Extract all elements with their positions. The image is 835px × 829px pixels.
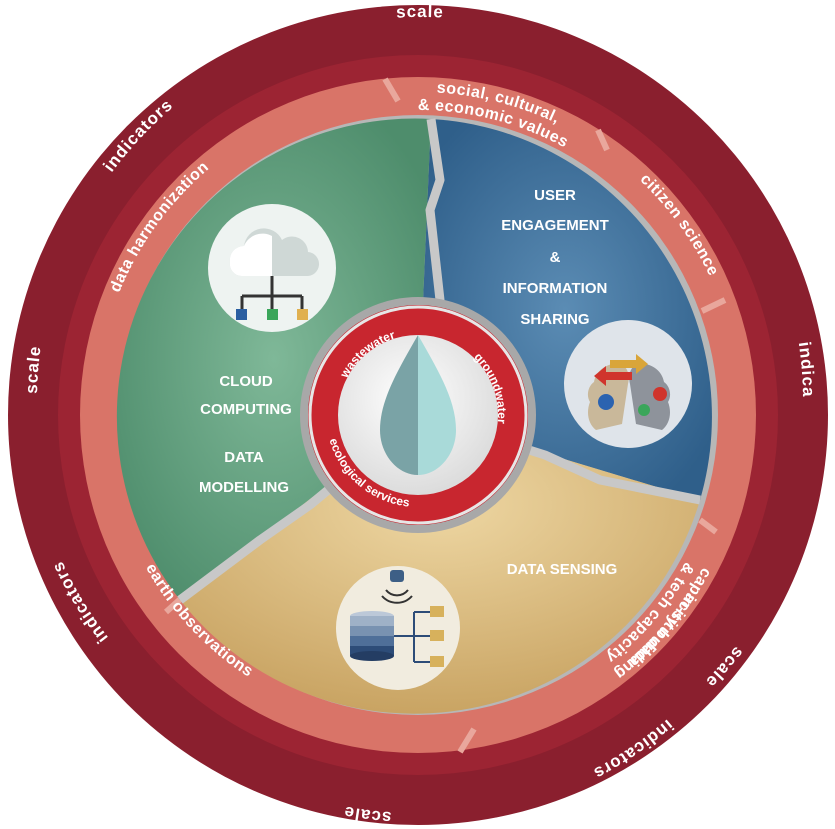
svg-text:DATA: DATA	[224, 449, 264, 466]
hub-ring-border	[308, 305, 528, 525]
sector-data-sensing	[180, 415, 700, 714]
title-cloud-computing: CLOUD COMPUTING	[200, 373, 292, 418]
water-drop-icon	[380, 335, 456, 475]
title-data-modelling: DATA MODELLING	[199, 449, 289, 496]
title-user-engagement: USER ENGAGEMENT & INFORMATION SHARING	[501, 187, 609, 328]
cloud-network-icon	[208, 204, 336, 332]
sector-cloud-computing	[116, 118, 431, 601]
svg-text:SHARING: SHARING	[520, 311, 589, 328]
svg-text:INFORMATION: INFORMATION	[503, 280, 608, 297]
svg-text:MODELLING: MODELLING	[199, 479, 289, 496]
title-data-sensing: DATA SENSING	[507, 561, 618, 578]
svg-text:CLOUD: CLOUD	[219, 373, 272, 390]
outer-label-scale-top: scale	[396, 2, 445, 22]
database-sensor-icon	[336, 566, 460, 690]
band-separators	[163, 77, 727, 754]
svg-text:COMPUTING: COMPUTING	[200, 401, 292, 418]
people-gears-icon	[564, 320, 692, 448]
svg-text:USER: USER	[534, 187, 576, 204]
svg-text:ENGAGEMENT: ENGAGEMENT	[501, 217, 609, 234]
outer-label-scale-left: scale	[22, 345, 45, 394]
svg-text:&: &	[550, 249, 561, 266]
